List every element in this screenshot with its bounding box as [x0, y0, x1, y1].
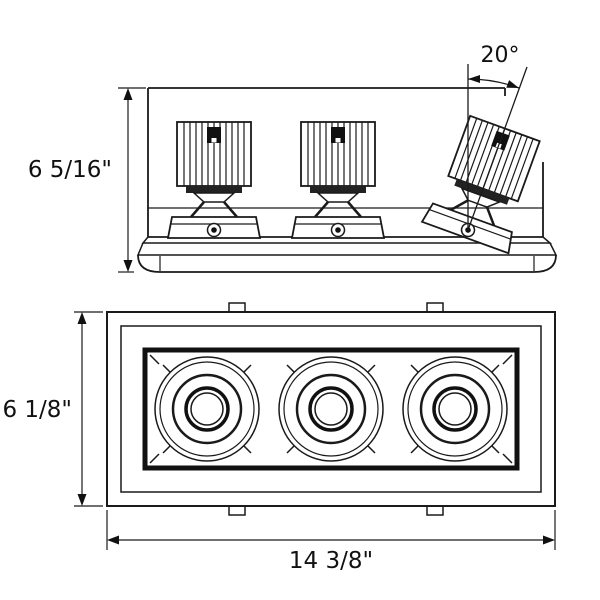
lamp-module-1	[166, 120, 262, 240]
overall-height-label: 6 5/16"	[28, 157, 112, 183]
trim-height-dimension: 6 1/8"	[2, 311, 103, 507]
arrow-down	[77, 494, 87, 506]
arrow-down	[123, 260, 133, 272]
trim-width-label: 14 3/8"	[289, 548, 373, 574]
angle-tilt-line	[467, 66, 528, 231]
tilt-angle-label: 20°	[481, 43, 520, 68]
angle-arrow-right	[506, 80, 519, 88]
arrow-right	[543, 535, 555, 545]
angle-arrow-left	[468, 75, 480, 83]
plan-lamp-1	[153, 355, 261, 463]
overall-height-dimension: 6 5/16"	[28, 87, 146, 273]
plan-lamp-2	[277, 355, 385, 463]
trim-height-label: 6 1/8"	[2, 397, 72, 423]
tilt-angle-annotation: 20°	[467, 43, 528, 231]
trim-width-dimension: 14 3/8"	[106, 510, 556, 574]
mounting-tabs	[228, 302, 444, 516]
front-plan-view: 6 1/8" 14 3/8"	[2, 302, 556, 574]
aperture-corner-ticks	[149, 354, 513, 464]
arrow-left	[107, 535, 119, 545]
lamp-module-2	[290, 120, 386, 240]
plan-lamp-3	[401, 355, 509, 463]
side-elevation-view: 20° 6 5/16"	[28, 43, 558, 273]
arrow-up	[77, 312, 87, 324]
arrow-up	[123, 88, 133, 100]
housing-frame	[147, 87, 544, 237]
